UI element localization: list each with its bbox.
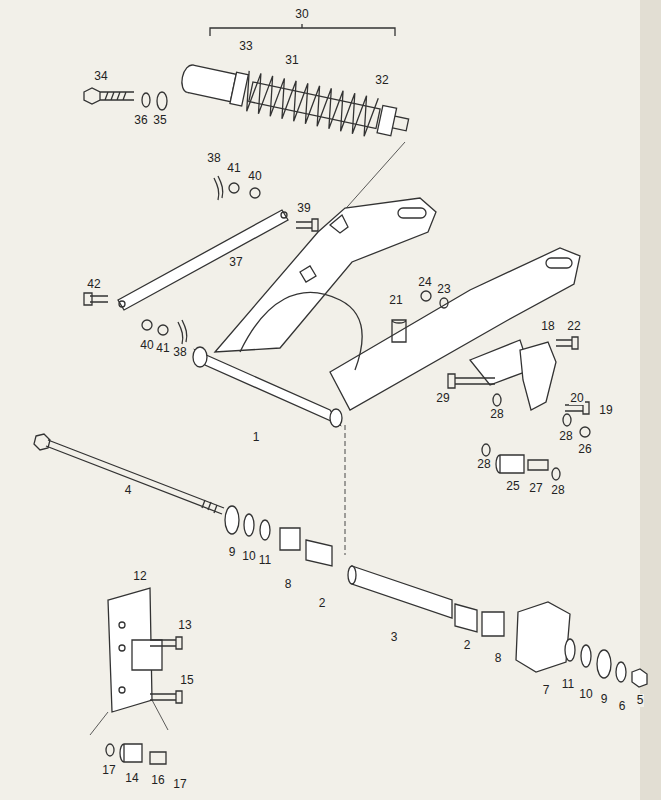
callout-number: 33	[238, 40, 253, 53]
callout-number: 7	[542, 684, 551, 697]
callout-number: 16	[150, 774, 165, 787]
callout-number: 28	[489, 408, 504, 421]
callout-number: 38	[206, 152, 221, 165]
sleeve	[352, 566, 452, 618]
callout-number: 29	[435, 392, 450, 405]
group-bracket	[210, 24, 395, 36]
callout-number: 41	[226, 162, 241, 175]
axle	[34, 434, 224, 514]
callout-number: 11	[561, 678, 575, 691]
callout-number: 5	[636, 694, 645, 707]
callout-number: 26	[577, 443, 592, 456]
callout-number: 1	[252, 431, 261, 444]
callout-number: 8	[494, 652, 503, 665]
callout-number: 39	[296, 202, 311, 215]
torque-strap	[118, 210, 288, 310]
callout-number: 38	[172, 346, 187, 359]
swing-arm	[193, 198, 580, 427]
callout-number: 9	[228, 546, 237, 559]
callout-number: 25	[505, 480, 520, 493]
callout-number: 19	[598, 404, 613, 417]
callout-number: 31	[284, 54, 299, 67]
callout-number: 42	[86, 278, 101, 291]
bolt	[84, 88, 134, 104]
callout-number: 40	[139, 339, 154, 352]
callout-number: 36	[133, 114, 148, 127]
callout-number: 28	[476, 458, 491, 471]
callout-number: 17	[101, 764, 116, 777]
callout-number: 4	[124, 484, 133, 497]
brake-bracket	[520, 342, 556, 410]
callout-number: 28	[550, 484, 565, 497]
callout-number: 15	[179, 674, 194, 687]
callout-number: 41	[155, 342, 170, 355]
callout-number: 14	[124, 772, 139, 785]
callout-number: 17	[172, 778, 187, 791]
callout-number: 6	[618, 700, 627, 713]
callout-number: 27	[528, 482, 543, 495]
callout-number: 28	[558, 430, 573, 443]
callout-number: 13	[177, 619, 192, 632]
callout-number: 8	[284, 578, 293, 591]
callout-number: 20	[569, 392, 584, 405]
shock-absorber	[178, 58, 411, 145]
callout-number: 22	[566, 320, 581, 333]
callout-number: 3	[390, 631, 399, 644]
callout-number: 2	[463, 639, 472, 652]
callout-number: 9	[600, 693, 609, 706]
callout-number: 12	[132, 570, 147, 583]
callout-number: 10	[578, 688, 593, 701]
callout-number: 23	[436, 283, 451, 296]
callout-number: 30	[294, 8, 309, 21]
callout-number: 2	[318, 597, 327, 610]
callout-number: 35	[152, 114, 167, 127]
callout-number: 37	[228, 256, 243, 269]
callout-number: 21	[388, 294, 403, 307]
callout-number: 32	[374, 74, 389, 87]
pivot-block	[516, 602, 570, 672]
callout-number: 10	[241, 550, 256, 563]
callout-number: 34	[93, 70, 108, 83]
callout-number: 24	[417, 276, 432, 289]
callout-number: 11	[258, 554, 272, 567]
callout-number: 18	[540, 320, 555, 333]
callout-number: 40	[247, 170, 262, 183]
